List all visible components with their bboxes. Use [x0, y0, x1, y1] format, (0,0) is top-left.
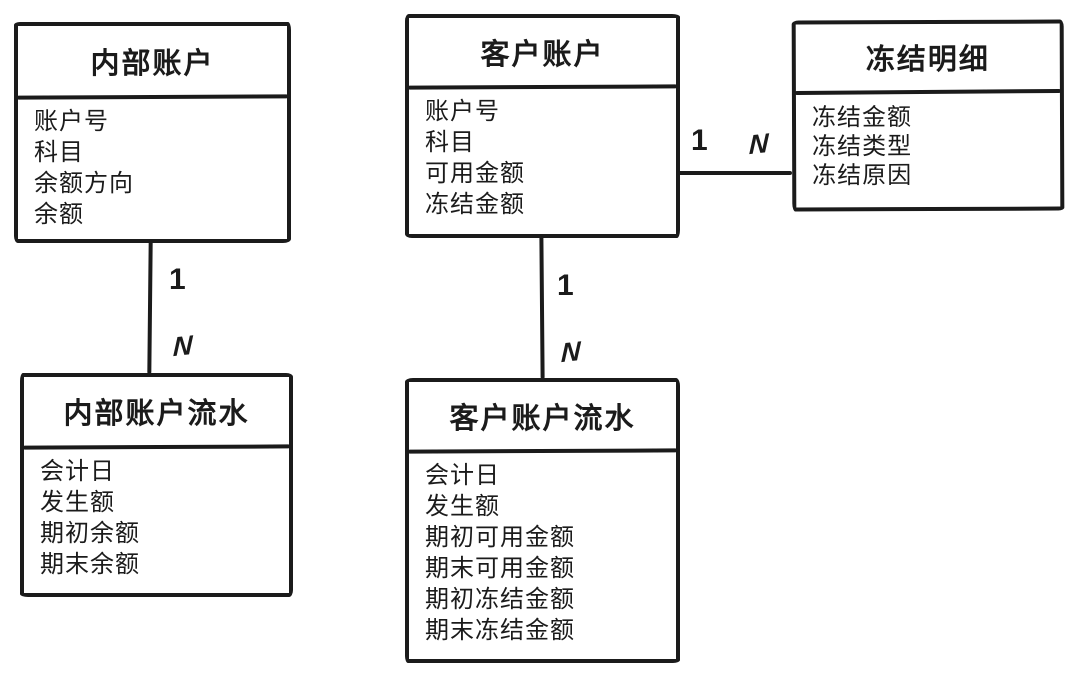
field-row: 余额	[34, 201, 84, 228]
entity-fields-customer-account-flow: 会计日 发生额 期初可用金额 期末可用金额 期初冻结金额 期末冻结金额	[409, 453, 676, 646]
field-row: 账户号	[34, 108, 109, 135]
field-row: 可用金额	[425, 160, 525, 187]
field-row: 科目	[34, 139, 84, 166]
field-row: 会计日	[40, 458, 115, 485]
field-row: 期初余额	[40, 520, 140, 547]
field-row: 发生额	[40, 489, 115, 516]
entity-customer-account: 客户账户 账户号 科目 可用金额 冻结金额	[405, 14, 680, 238]
field-row: 冻结金额	[425, 191, 525, 218]
connector-customer-account-to-freeze-detail	[678, 171, 792, 175]
entity-customer-account-flow: 客户账户流水 会计日 发生额 期初可用金额 期末可用金额 期初冻结金额 期末冻结…	[405, 378, 680, 663]
field-row: 账户号	[425, 98, 500, 125]
field-row: 冻结类型	[812, 133, 913, 161]
cardinality-label-n: N	[172, 329, 193, 363]
connector-customer-account-to-flow	[539, 235, 545, 380]
entity-fields-freeze-detail: 冻结金额 冻结类型 冻结原因	[796, 94, 1060, 191]
cardinality-label-1: 1	[691, 124, 708, 157]
entity-internal-account: 内部账户 账户号 科目 余额方向 余额	[14, 22, 291, 243]
entity-title-internal-account-flow: 内部账户流水	[63, 398, 250, 430]
field-row: 期末余额	[40, 551, 140, 578]
field-row: 冻结金额	[811, 104, 913, 132]
connector-internal-account-to-flow	[147, 240, 153, 375]
field-row: 科目	[425, 129, 475, 156]
field-row: 发生额	[425, 493, 500, 520]
field-row: 期初冻结金额	[425, 586, 575, 613]
entity-title-freeze-detail: 冻结明细	[865, 43, 990, 77]
entity-fields-internal-account: 账户号 科目 余额方向 余额	[18, 99, 287, 230]
entity-freeze-detail: 冻结明细 冻结金额 冻结类型 冻结原因	[791, 19, 1065, 212]
field-row: 期末冻结金额	[425, 617, 575, 644]
entity-fields-customer-account: 账户号 科目 可用金额 冻结金额	[409, 89, 676, 220]
cardinality-label-n: N	[560, 335, 581, 369]
field-row: 期初可用金额	[425, 524, 575, 551]
entity-title-internal-account: 内部账户	[90, 47, 215, 80]
field-row: 会计日	[425, 462, 500, 489]
cardinality-label-n: N	[748, 127, 769, 161]
cardinality-label-1: 1	[169, 263, 186, 296]
entity-fields-internal-account-flow: 会计日 发生额 期初余额 期末余额	[24, 449, 289, 580]
field-row: 冻结原因	[812, 162, 913, 190]
cardinality-label-1: 1	[557, 269, 574, 302]
field-row: 期末可用金额	[425, 555, 575, 582]
entity-internal-account-flow: 内部账户流水 会计日 发生额 期初余额 期末余额	[20, 373, 293, 597]
field-row: 余额方向	[34, 170, 134, 197]
entity-title-customer-account: 客户账户	[480, 38, 605, 71]
entity-title-customer-account-flow: 客户账户流水	[449, 402, 636, 435]
